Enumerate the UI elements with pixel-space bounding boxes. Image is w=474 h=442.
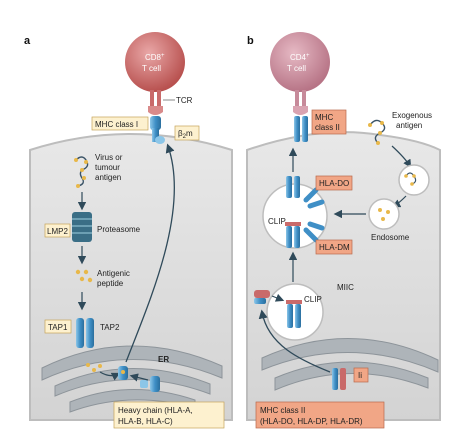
mhc-class-i-er (118, 366, 160, 392)
exogenous-label-1: Exogenous (392, 111, 432, 120)
arrow-er-to-miic (258, 309, 331, 373)
virus-antigen-icon (74, 156, 89, 188)
mhc-class-i-label-box (91, 116, 149, 131)
cd8-label: CD8+ (145, 53, 165, 62)
clip-label-lower: CLIP (304, 295, 322, 304)
heavy-chain-label-1: Heavy chain (HLA-A, (118, 406, 193, 415)
mhc-class-i-label: MHC class I (95, 120, 138, 129)
hla-do-molecule (303, 187, 325, 209)
tap1-label-box (44, 319, 72, 334)
virus-label-2: tumour (95, 163, 120, 172)
er-label: ER (158, 355, 169, 364)
mhc-class-i-surface (150, 116, 165, 144)
proteasome-icon (72, 212, 92, 242)
mhc-class-ii-label-box (255, 401, 385, 429)
panel-b: b CD4+ T cell MHC class II (246, 32, 441, 429)
lmp2-label-box (44, 223, 71, 238)
ii-label-box (353, 367, 369, 383)
antigenic-peptide-icon (75, 269, 93, 283)
endocytic-vesicle (398, 164, 430, 196)
mhc-class-ii-label-2: (HLA-DO, HLA-DP, HLA-DR) (260, 417, 363, 426)
clip-label-upper: CLIP (268, 217, 286, 226)
panel-a-letter: a (24, 35, 31, 47)
tap1-label: TAP1 (48, 323, 68, 332)
b2m-label-box (174, 125, 200, 141)
proteasome-label: Proteasome (97, 225, 141, 234)
heavy-chain-label-2: HLA-B, HLA-C) (118, 417, 173, 426)
endosome-label: Endosome (371, 233, 410, 242)
cd4-t-cell-label: T cell (287, 64, 306, 73)
mhc-class-ii-miic (286, 300, 302, 328)
tap2-label: TAP2 (100, 323, 120, 332)
exogenous-antigen-icon (368, 119, 386, 145)
cd4-label: CD4+ (290, 53, 310, 62)
mhc-ii-ii-vesicle (254, 290, 270, 304)
hla-do-label: HLA-DO (319, 179, 349, 188)
mhc-label-2: class II (315, 123, 340, 132)
tcr-receptor-b (293, 90, 308, 115)
virus-label-1: Virus or (95, 153, 123, 162)
b2m-label: β2m (178, 129, 193, 140)
exogenous-label-2: antigen (396, 121, 422, 130)
lmp2-label: LMP2 (47, 227, 68, 236)
mhc-label-1: MHC (315, 113, 333, 122)
cd8-t-cell (125, 32, 185, 92)
panel-b-letter: b (247, 35, 254, 47)
er-b (261, 338, 439, 391)
cd4-t-cell (270, 32, 330, 92)
panel-a: a ER CD8+ T cell TCR MHC class I (24, 32, 233, 429)
hla-dm-label-box (315, 239, 353, 255)
mhc-class-ii-label-1: MHC class II (260, 406, 305, 415)
mhc-class-ii-loaded (286, 176, 300, 198)
tcr-label: TCR (176, 96, 193, 105)
heavy-chain-label-box (113, 401, 225, 429)
mhc-label-box (311, 109, 347, 135)
hla-dm-label: HLA-DM (319, 243, 350, 252)
peptide-label-2: peptide (97, 279, 124, 288)
peptide-label-1: Antigenic (97, 269, 130, 278)
cd8-t-cell-label: T cell (142, 64, 161, 73)
mhc-ii-ii-er (332, 368, 346, 390)
mhc-class-ii-clip (285, 222, 301, 248)
endosome (368, 198, 400, 230)
virus-label-3: antigen (95, 173, 121, 182)
arrow-er-to-surface (125, 143, 175, 363)
hla-dm-molecule (303, 221, 325, 243)
miic-label: MIIC (337, 283, 354, 292)
ii-label: Ii (358, 371, 362, 380)
tcr-receptor-a (148, 90, 163, 115)
tap-transporter (76, 318, 94, 348)
mhc-class-ii-surface (294, 116, 308, 142)
hla-do-label-box (315, 175, 353, 191)
